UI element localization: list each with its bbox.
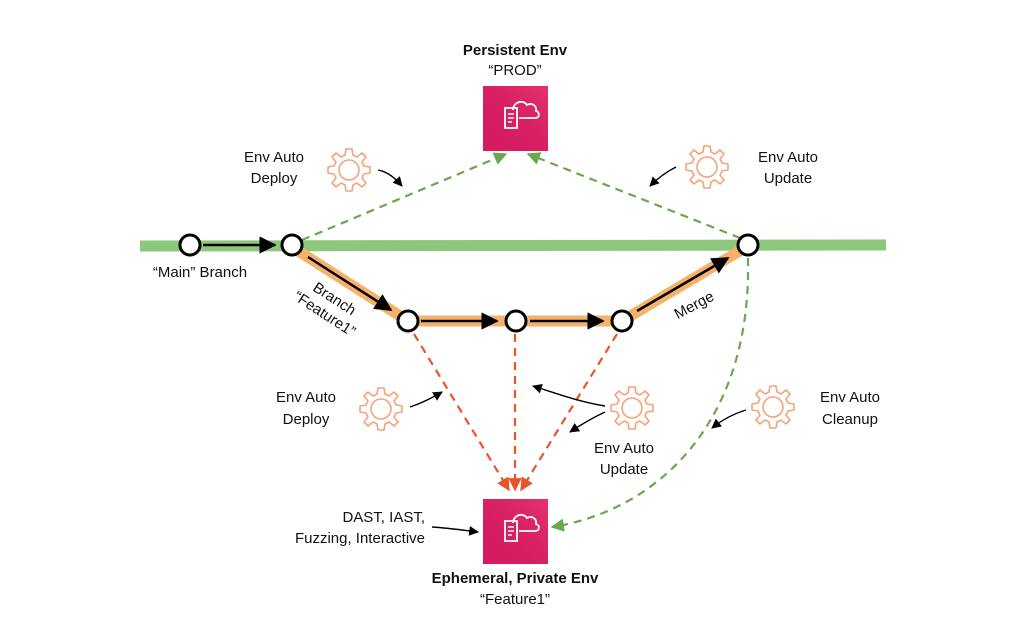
gear-label-mid-right-line1: Env Auto (820, 389, 880, 406)
gear-label-mid-left-line1: Env Auto (276, 389, 336, 406)
feature-commit-node-3[interactable] (610, 309, 634, 333)
pointer-arrow (711, 409, 747, 429)
merge-commit-node[interactable] (736, 233, 760, 257)
gear-label-top-right-line2: Update (764, 170, 812, 187)
feature-commit-node-1[interactable] (396, 309, 420, 333)
pointer-arrow (431, 526, 479, 536)
persistent-env-subtitle: “PROD” (488, 62, 541, 79)
gear-label-top-left-line1: Env Auto (244, 149, 304, 166)
gear-label-mid-center-line2: Update (600, 461, 648, 478)
gear-icon (359, 387, 403, 431)
feature-commit-node-2[interactable] (504, 309, 528, 333)
ephemeral-env-subtitle: “Feature1” (480, 591, 550, 608)
gear-label-mid-right-line2: Cleanup (822, 411, 878, 428)
pointer-arrow (532, 384, 606, 407)
branch-arrow (307, 255, 393, 312)
main-commit-node-1[interactable] (178, 233, 202, 257)
cloud-document-icon (482, 85, 549, 152)
pointer-arrow (409, 391, 443, 408)
merge-arrow (636, 256, 730, 313)
pointer-arrow (377, 169, 403, 187)
prod-deploy-dashed (301, 152, 508, 242)
gear-icon (685, 145, 729, 189)
gear-icon (751, 385, 795, 429)
cloud-document-icon (482, 498, 549, 565)
gear-label-mid-left-line2: Deploy (283, 411, 330, 428)
gear-icon (610, 386, 654, 430)
ephemeral-env-title: Ephemeral, Private Env (432, 570, 599, 587)
prod-update-dashed (526, 152, 741, 240)
pointer-arrow (649, 166, 677, 187)
main-commit-node-2[interactable] (280, 233, 304, 257)
gear-label-top-left-line2: Deploy (251, 170, 298, 187)
ephemeral-deploy-dashed-1 (413, 333, 510, 492)
gear-label-top-right-line1: Env Auto (758, 149, 818, 166)
persistent-env-title: Persistent Env (463, 42, 568, 59)
gear-label-mid-center-line1: Env Auto (594, 440, 654, 457)
cleanup-dashed-curve (550, 257, 750, 532)
testing-label-line2: Fuzzing, Interactive (295, 530, 425, 547)
pointer-arrow (569, 411, 606, 433)
ephemeral-deploy-dashed-3 (520, 333, 618, 492)
testing-label-line1: DAST, IAST, (342, 509, 425, 526)
gear-icon (327, 148, 371, 192)
main-branch-label: “Main” Branch (153, 264, 247, 281)
